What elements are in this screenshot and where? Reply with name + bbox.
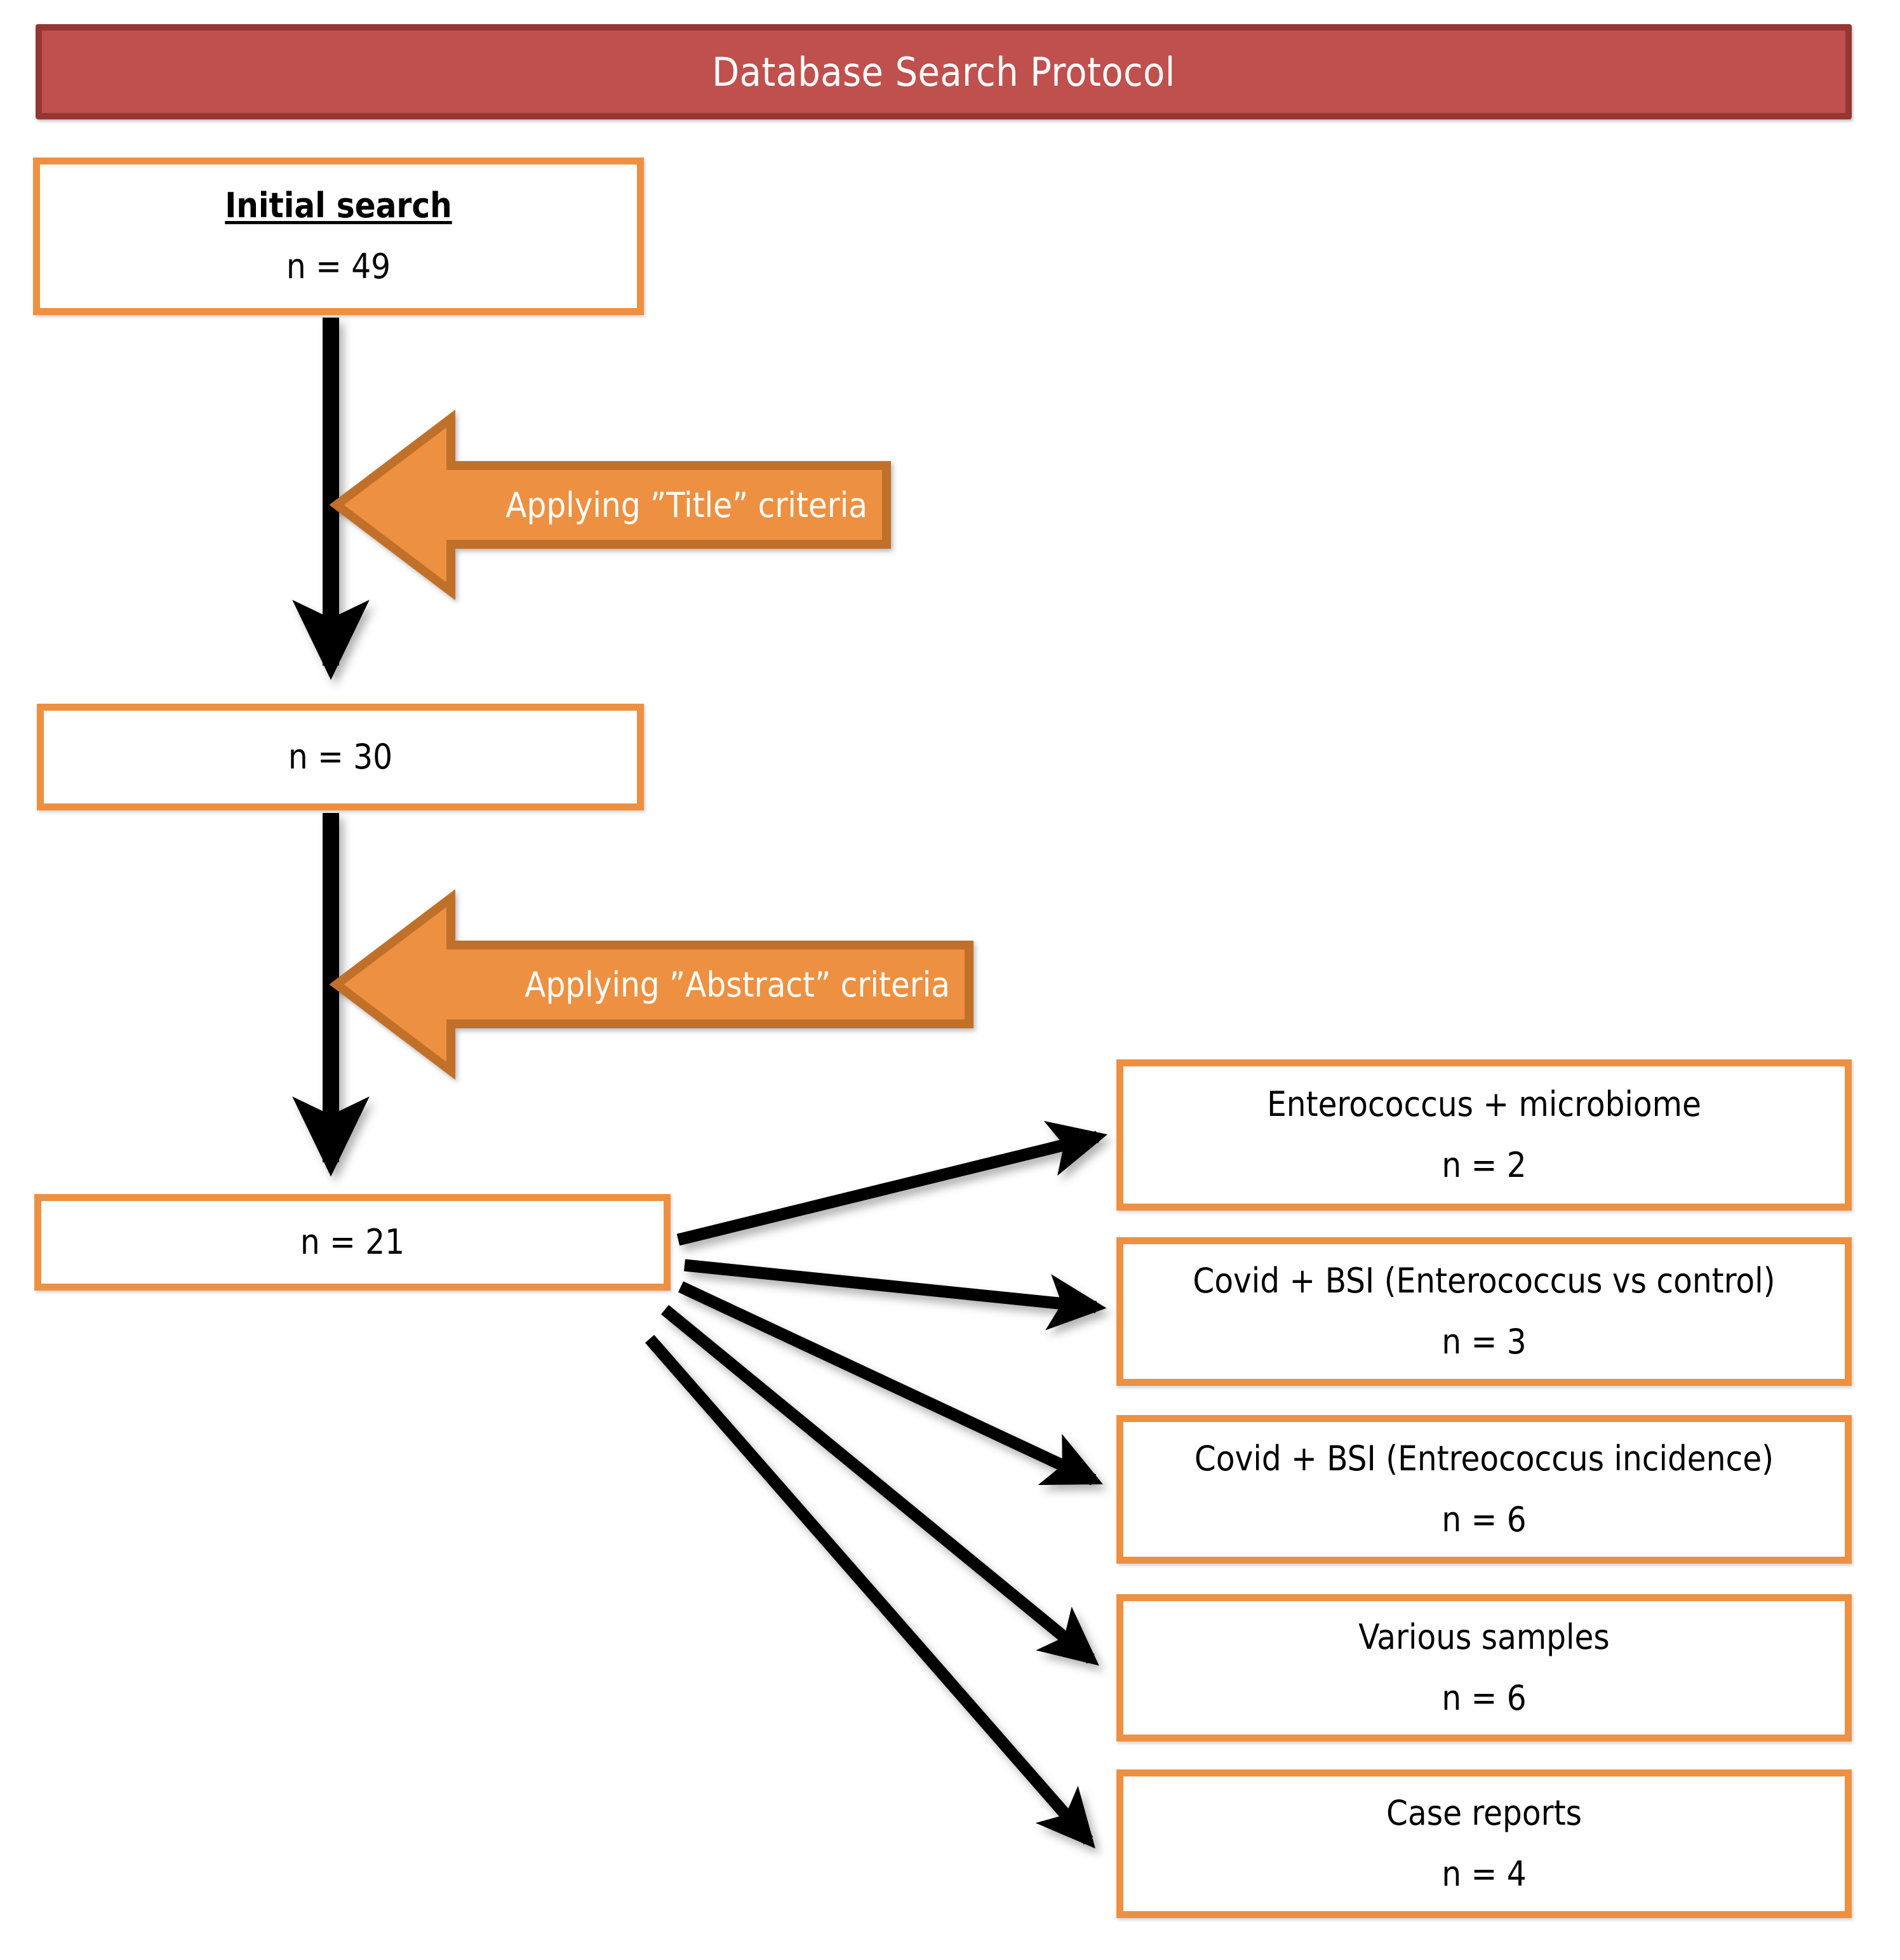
node-stage2-count-label: n = 30	[288, 736, 393, 777]
node-outcome-count: n = 4	[1442, 1854, 1527, 1894]
node-initial-search-heading: Initial search	[225, 185, 452, 225]
node-stage2-count: n = 30	[37, 704, 644, 810]
node-outcome-case-reports: Case reports n = 4	[1116, 1769, 1852, 1918]
filter-arrow-title: Applying ”Title” criteria	[324, 410, 895, 600]
connector-branch-3	[678, 1281, 1103, 1486]
node-outcome-enterococcus-microbiome: Enterococcus + microbiome n = 2	[1116, 1059, 1852, 1211]
node-outcome-label: Various samples	[1358, 1616, 1610, 1657]
diagram-header-banner: Database Search Protocol	[36, 24, 1852, 119]
node-stage3-count-label: n = 21	[300, 1221, 405, 1262]
node-outcome-covid-bsi-incidence: Covid + BSI (Entreococcus incidence) n =…	[1116, 1415, 1852, 1564]
node-outcome-covid-bsi-vs-control: Covid + BSI (Enterococcus vs control) n …	[1116, 1237, 1852, 1386]
connector-branch-5	[645, 1334, 1095, 1849]
left-block-arrow-shape	[329, 410, 891, 600]
connector-branch-2	[684, 1259, 1107, 1331]
filter-arrow-abstract: Applying ”Abstract” criteria	[324, 889, 978, 1080]
node-outcome-count: n = 3	[1442, 1322, 1527, 1362]
filter-arrow-title-label: Applying ”Title” criteria	[505, 485, 867, 525]
node-outcome-label: Covid + BSI (Enterococcus vs control)	[1193, 1260, 1776, 1301]
connector-branch-4	[660, 1305, 1099, 1666]
node-initial-search-count: n = 49	[286, 246, 391, 286]
node-outcome-count: n = 6	[1442, 1500, 1527, 1540]
node-stage3-count: n = 21	[34, 1194, 671, 1291]
diagram-title: Database Search Protocol	[712, 48, 1175, 95]
node-outcome-count: n = 6	[1442, 1678, 1527, 1718]
node-initial-search: Initial search n = 49	[33, 158, 644, 315]
left-block-arrow-shape	[329, 889, 973, 1080]
node-outcome-label: Covid + BSI (Entreococcus incidence)	[1194, 1438, 1774, 1479]
node-outcome-label: Enterococcus + microbiome	[1267, 1084, 1701, 1124]
connector-branch-1	[676, 1120, 1107, 1246]
node-outcome-various-samples: Various samples n = 6	[1116, 1594, 1852, 1742]
node-outcome-label: Case reports	[1386, 1792, 1582, 1833]
filter-arrow-abstract-label: Applying ”Abstract” criteria	[525, 964, 950, 1005]
node-outcome-count: n = 2	[1442, 1145, 1527, 1185]
